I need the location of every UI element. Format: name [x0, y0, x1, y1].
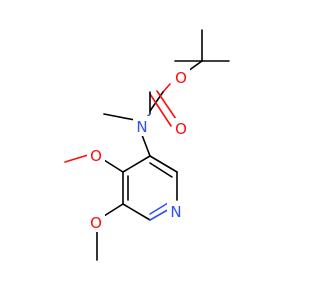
ring-bond-c5-c6 — [122, 203, 151, 221]
bond-tbu-to-o — [187, 60, 203, 72]
methoxy-groups — [64, 154, 124, 261]
bond-c4-to-o — [103, 159, 124, 173]
label-bg-o-methoxy-5 — [87, 212, 105, 232]
bond-carbonyl-double-2 — [149, 93, 172, 127]
bond-n-to-ring — [141, 134, 151, 157]
atom-o-carbonyl: O — [175, 120, 187, 138]
atom-n-amine: N — [136, 118, 147, 136]
label-bg-n-amine — [133, 116, 151, 136]
pyridine-ring — [122, 134, 178, 221]
bond-c5-to-o — [103, 203, 124, 217]
label-bg-n-pyridine — [167, 201, 185, 221]
atom-o-methoxy-5: O — [90, 214, 102, 232]
ring-bond-c2-c3 — [149, 155, 178, 173]
atom-n-pyridine: N — [170, 203, 181, 221]
molecule-canvas: O O N O O N — [64, 29, 230, 261]
structure-diagram: O O N O O N — [64, 29, 230, 261]
bond-carbonyl-double-1 — [156, 90, 179, 123]
bond-carbonyl-c-seg — [149, 91, 164, 112]
bond-o4-methyl — [64, 154, 89, 163]
ring-bond-c2-c3-inner — [149, 162, 173, 178]
label-bg-o-ester — [172, 67, 190, 87]
label-bg-o-methoxy-4 — [87, 145, 105, 165]
bond-n-methyl — [103, 113, 136, 121]
bond-o-to-carbonyl-c — [162, 83, 171, 93]
tert-butyl-group — [174, 29, 230, 72]
ring-bond-c3-c4 — [122, 155, 151, 173]
ring-bond-c6-n-inner — [149, 202, 169, 215]
label-bg-o-carbonyl — [172, 118, 190, 138]
atom-o-ester: O — [175, 69, 187, 87]
atom-o-methoxy-4: O — [90, 147, 102, 165]
